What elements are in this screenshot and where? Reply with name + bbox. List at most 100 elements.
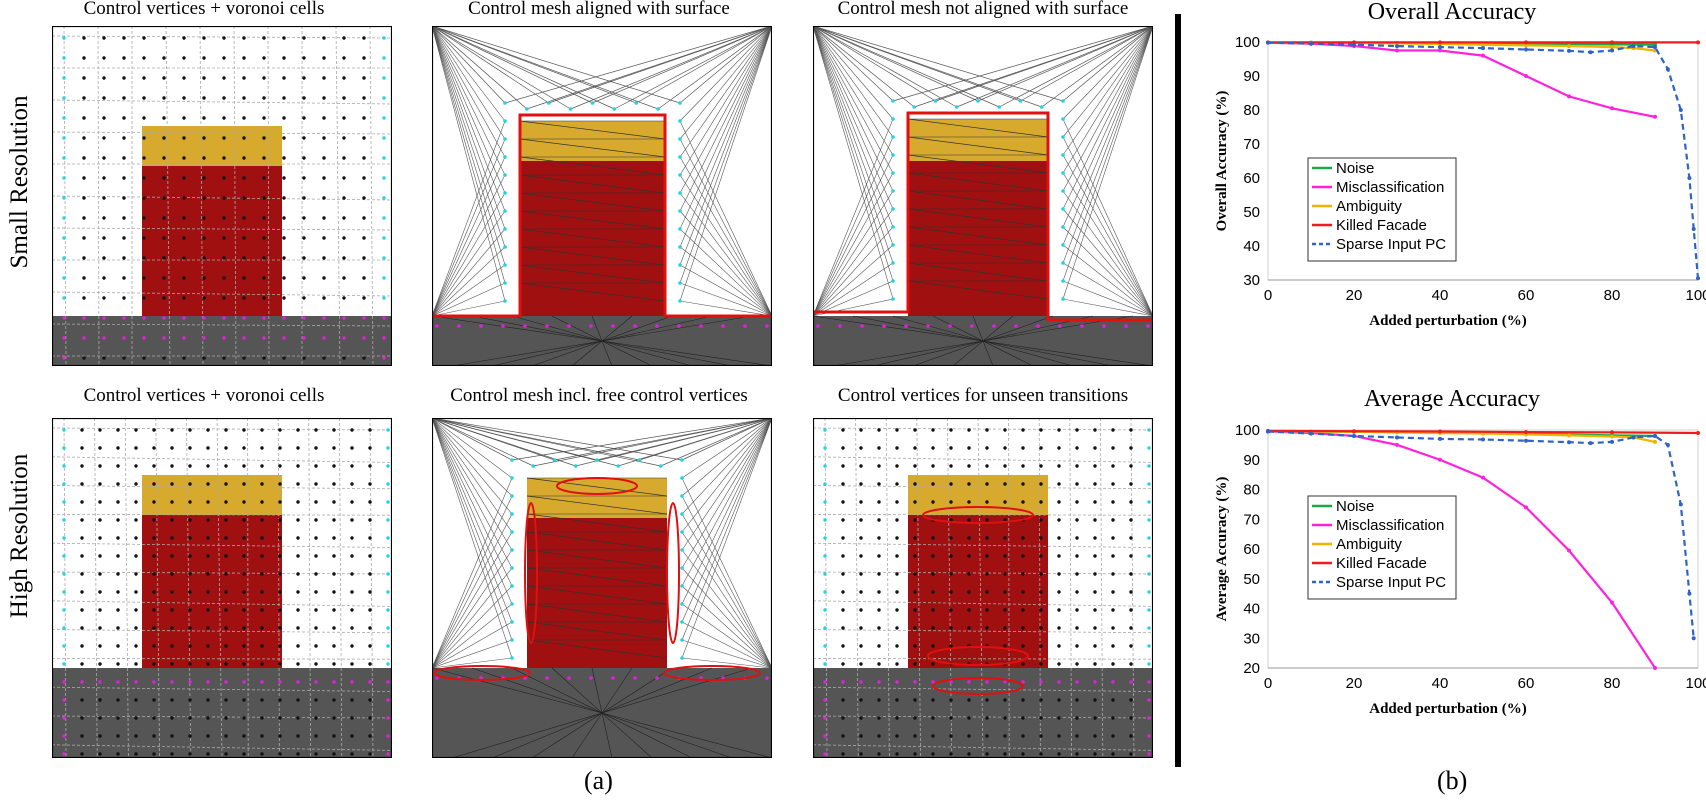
y-tick-label: 100 [1235, 422, 1260, 439]
data-point [1352, 429, 1356, 434]
facade [142, 515, 282, 668]
data-point [1438, 457, 1442, 462]
data-point [1653, 114, 1657, 119]
panel-title-5: Control mesh incl. free control vertices [450, 385, 748, 406]
panel-marks [52, 418, 392, 758]
highlight-ellipse [666, 502, 680, 644]
x-tick-label: 20 [1346, 287, 1363, 304]
panel-title-4: Control vertices + voronoi cells [83, 385, 325, 406]
legend-label: Sparse Input PC [1336, 236, 1446, 253]
y-tick-label: 60 [1243, 541, 1260, 558]
chart-title-overall: Overall Accuracy [1367, 0, 1537, 25]
y-tick-label: 20 [1243, 660, 1260, 677]
x-tick-label: 100 [1685, 675, 1706, 692]
data-point [1567, 440, 1571, 445]
data-point [1631, 44, 1636, 49]
divider [1175, 14, 1181, 767]
data-point [1438, 436, 1442, 441]
y-tick-label: 70 [1243, 136, 1260, 153]
chart-title-average: Average Accuracy [1363, 386, 1541, 412]
panel-voronoi-unseen [813, 418, 1153, 758]
data-point [1696, 40, 1700, 45]
panel-border [813, 26, 1153, 366]
highlight-ellipse [927, 646, 1029, 666]
y-tick-label: 90 [1243, 68, 1260, 85]
data-point [1352, 42, 1356, 47]
legend-box [1307, 157, 1457, 262]
y-tick-label: 30 [1243, 630, 1260, 647]
panel-border [432, 418, 772, 758]
chart-overall-accuracy: 30405060708090100020406080100Added pertu… [1208, 30, 1706, 380]
data-point [1395, 44, 1399, 49]
legend-label: Misclassification [1336, 517, 1444, 534]
data-point [1610, 45, 1614, 50]
roof [520, 121, 665, 161]
panel-voronoi-high [52, 418, 392, 758]
highlight-ellipse [922, 506, 1034, 524]
data-point [1352, 433, 1356, 438]
panel-mesh-free [432, 418, 772, 758]
y-axis-label: Average Accuracy (%) [1214, 477, 1230, 622]
data-point [1309, 41, 1313, 46]
legend-label: Killed Facade [1336, 217, 1427, 234]
y-tick-label: 30 [1243, 272, 1260, 289]
data-point [1653, 666, 1657, 670]
data-point [1588, 441, 1593, 446]
data-point [1481, 53, 1485, 58]
data-point [1481, 46, 1485, 51]
data-point [1696, 430, 1700, 435]
data-point [1610, 434, 1614, 439]
facade [908, 161, 1048, 316]
x-axis-label: Added perturbation (%) [1369, 701, 1527, 717]
legend-label: Killed Facade [1336, 555, 1427, 572]
x-tick-label: 60 [1518, 675, 1535, 692]
data-point [1653, 439, 1657, 444]
data-point [1567, 48, 1571, 53]
y-tick-label: 100 [1235, 34, 1260, 51]
panel-border [813, 418, 1153, 758]
data-point [1610, 48, 1614, 53]
panel-border [52, 26, 392, 366]
y-tick-label: 80 [1243, 482, 1260, 499]
facade [527, 518, 667, 668]
data-point [1691, 227, 1696, 231]
row-label-high-resolution: High Resolution [6, 453, 33, 619]
x-tick-label: 80 [1604, 675, 1621, 692]
x-axis-label: Added perturbation (%) [1369, 313, 1527, 329]
y-tick-label: 90 [1243, 452, 1260, 469]
data-point [1653, 433, 1657, 438]
row-label-small-resolution: Small Resolution [6, 95, 33, 269]
data-point [1567, 44, 1571, 49]
data-point [1481, 42, 1485, 47]
legend-label: Sparse Input PC [1336, 574, 1446, 591]
data-point [1653, 45, 1657, 50]
series-line-sparse-input-pc [1267, 430, 1695, 639]
data-point [1567, 548, 1571, 553]
series-line-misclassification [1267, 41, 1656, 118]
data-point [1665, 442, 1670, 447]
x-tick-label: 100 [1685, 287, 1706, 304]
panel-border [432, 26, 772, 366]
panel-border [52, 418, 392, 758]
panel-mesh-unaligned [813, 26, 1153, 366]
data-point [1524, 43, 1528, 48]
x-tick-label: 80 [1604, 287, 1621, 304]
x-tick-label: 60 [1518, 287, 1535, 304]
data-point [1631, 435, 1636, 440]
data-point [1266, 40, 1270, 45]
x-tick-label: 40 [1432, 675, 1449, 692]
panel-marks [813, 418, 1153, 758]
data-point [1438, 429, 1442, 434]
surface-outline [813, 111, 1153, 322]
highlight-ellipse [524, 502, 538, 644]
caption-a: (a) [584, 766, 613, 795]
series-line-killed-facade [1267, 429, 1699, 435]
x-tick-label: 40 [1432, 287, 1449, 304]
roof [908, 475, 1048, 515]
data-point [1610, 40, 1614, 45]
data-point [1309, 431, 1313, 436]
y-tick-label: 70 [1243, 511, 1260, 528]
data-point [1438, 48, 1442, 53]
data-point [1481, 437, 1485, 442]
chart-average-accuracy: 2030405060708090100020406080100Added per… [1208, 418, 1706, 768]
